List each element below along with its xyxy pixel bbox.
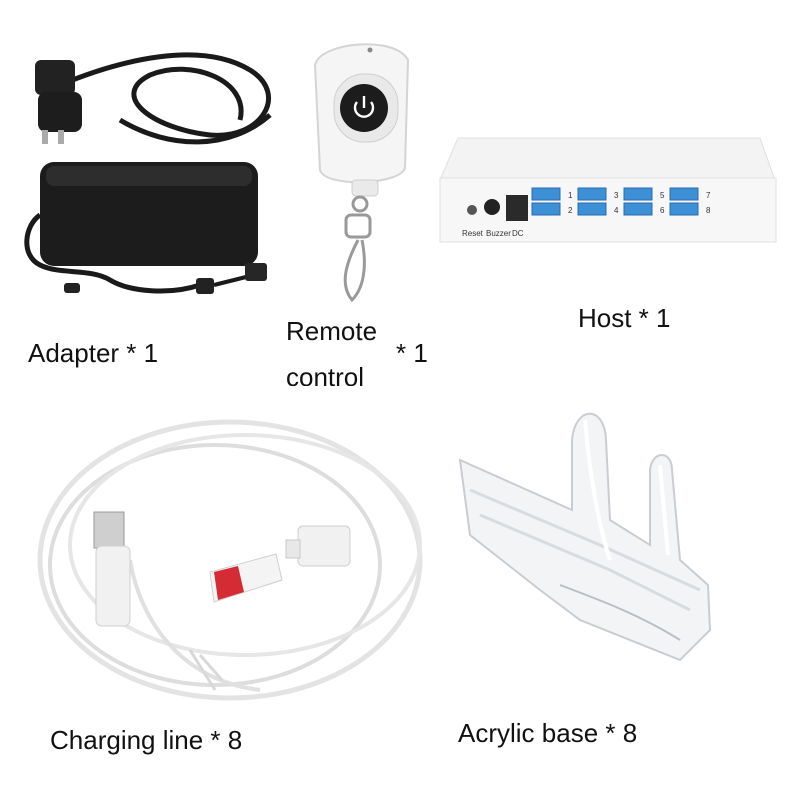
- host-label: Host * 1: [578, 303, 671, 333]
- charging-cable-image: [37, 419, 423, 701]
- remote-label-line1: Remote: [286, 316, 378, 346]
- acrylic-base-label: Acrylic base * 8: [458, 718, 638, 748]
- remote-control-image: [313, 43, 410, 303]
- acrylic-base-image: [458, 412, 712, 662]
- power-adapter-image: [24, 162, 267, 294]
- charging-plug-image: [209, 525, 351, 603]
- power-cord-image: [35, 52, 272, 145]
- remote-label-quantity: * 1: [396, 338, 428, 368]
- charging-line-label: Charging line * 8: [50, 725, 243, 755]
- adapter-label: Adapter * 1: [28, 338, 159, 368]
- host-device-image: [439, 137, 777, 243]
- remote-label-line2: control: [286, 364, 365, 386]
- usb-ports: [531, 187, 699, 216]
